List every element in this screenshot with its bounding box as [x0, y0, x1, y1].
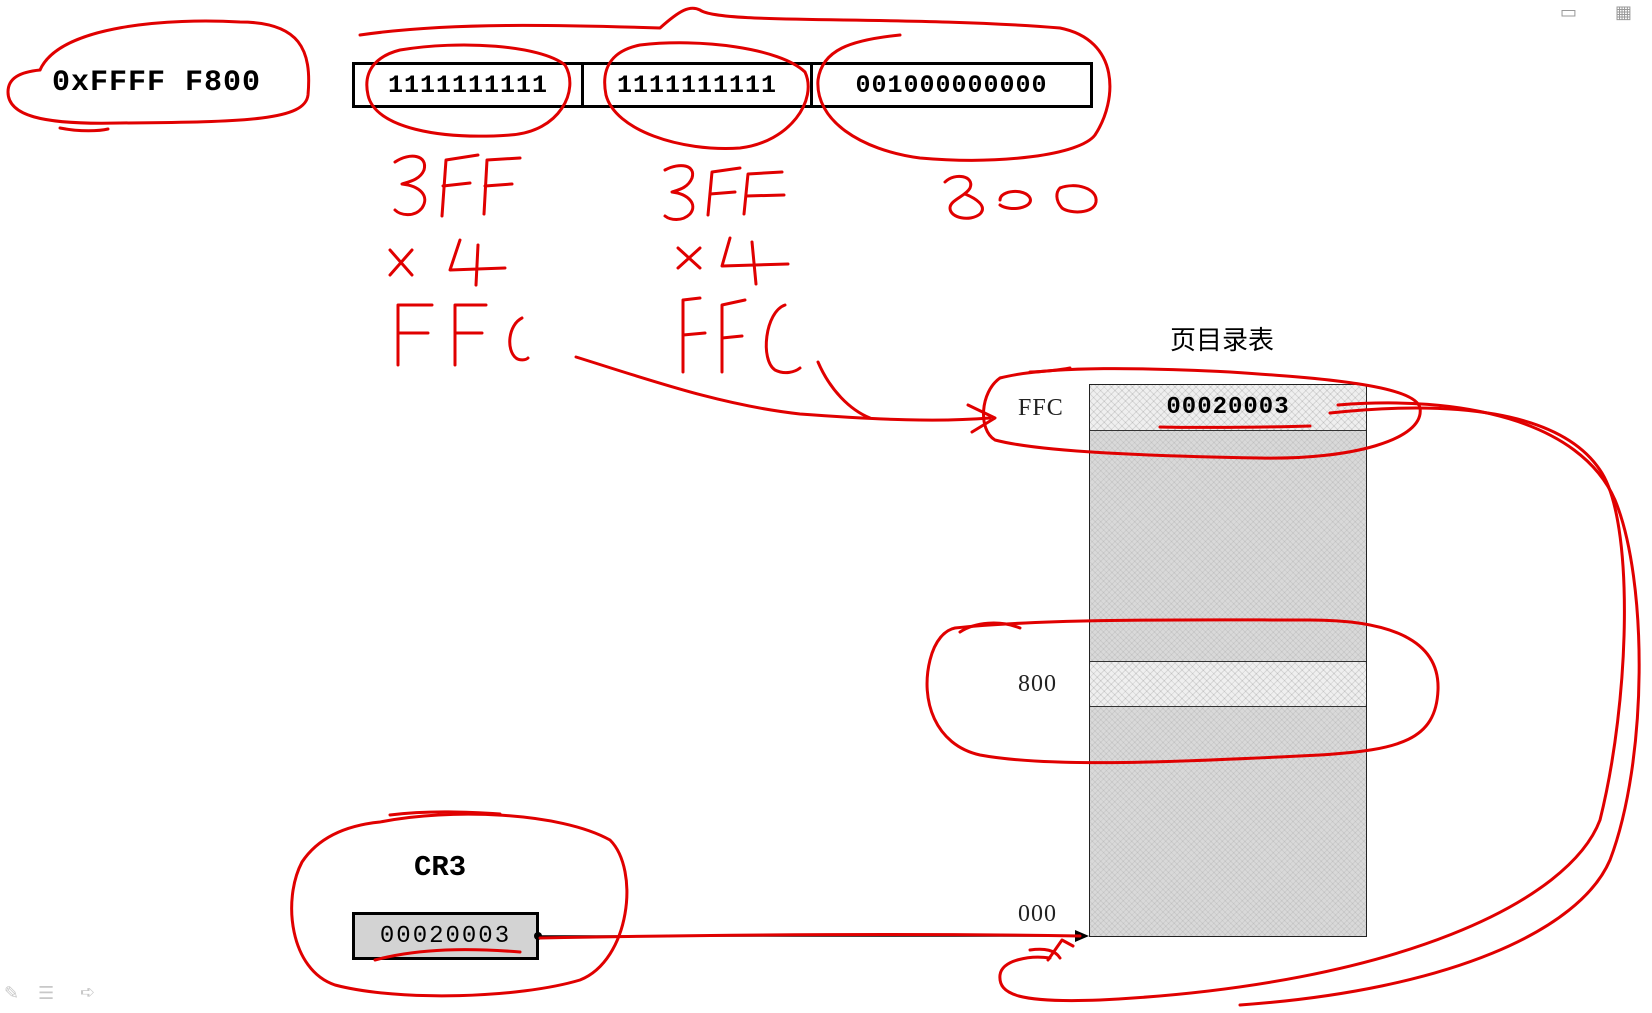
ink-stroke: [1028, 366, 1072, 374]
pde-ffc: 00020003: [1090, 385, 1366, 431]
ink-char: [764, 303, 802, 375]
ink-circle-directory-bits: [365, 43, 572, 138]
ink-loop-self-map-outer: [1238, 401, 1641, 1007]
cr3-register: 00020003: [352, 912, 539, 960]
ink-stroke: [58, 126, 110, 133]
ink-char: [706, 166, 742, 217]
bitfield-table-index: 1111111111: [581, 62, 813, 108]
ink-arrowhead: [966, 403, 997, 434]
ink-underline-pde-ffc: [1158, 424, 1312, 429]
pen-tool-icon[interactable]: ✎: [4, 983, 20, 1004]
pde-800: [1090, 661, 1366, 707]
ink-char: [483, 182, 514, 188]
menu-icon[interactable]: ☰: [38, 983, 55, 1004]
ink-char: [744, 193, 786, 198]
ink-char: [396, 303, 434, 367]
ink-char: [448, 238, 507, 287]
ink-stroke: [388, 810, 502, 817]
offset-label-000: 000: [1018, 901, 1057, 927]
ink-loop-bitfields: [358, 6, 1112, 162]
offset-label-800: 800: [1018, 671, 1057, 697]
ink-char: [720, 298, 747, 374]
bitfield-page-offset: 001000000000: [810, 62, 1093, 108]
ink-loop-self-map: [998, 406, 1626, 1003]
ink-char: [681, 331, 707, 337]
page-directory-title: 页目录表: [1170, 326, 1275, 356]
ink-circle-table-bits: [603, 41, 810, 150]
page-directory-table: 00020003: [1089, 384, 1367, 937]
ink-trace-cr3-arrow: [538, 933, 1082, 940]
ink-char: [441, 181, 472, 188]
cr3-label: CR3: [414, 851, 467, 884]
ink-char: [508, 316, 530, 362]
ink-char: [681, 296, 702, 374]
ink-arrow-directory-index: [574, 355, 992, 422]
next-arrow-icon[interactable]: ➪: [80, 982, 96, 1003]
ink-char: [676, 246, 702, 270]
ink-char: [663, 164, 695, 221]
ink-circle-pde-ffc: [982, 367, 1422, 460]
ink-char: [708, 190, 737, 196]
offset-label-ffc: FFC: [1018, 395, 1064, 421]
ink-circle-cr3: [290, 812, 629, 998]
cr3-value: 00020003: [379, 922, 512, 950]
bitfield-directory-index: 1111111111: [352, 62, 584, 108]
ink-char: [440, 153, 480, 218]
ink-stroke: [816, 360, 872, 420]
ink-char: [1055, 184, 1098, 214]
ink-stroke: [958, 621, 1022, 634]
grid-icon[interactable]: ▦: [1615, 2, 1633, 23]
pde-ffc-value: 00020003: [1166, 394, 1290, 421]
screen-icon[interactable]: ▭: [1560, 2, 1578, 23]
ink-circle-pde-800: [925, 618, 1440, 765]
ink-char: [453, 303, 488, 367]
ink-char: [393, 154, 427, 217]
ink-stroke: [1028, 947, 1062, 960]
ink-char: [720, 236, 790, 286]
ink-char: [998, 190, 1032, 210]
ink-char: [482, 156, 522, 216]
ink-underline-cr3: [373, 948, 522, 962]
ink-circle-address: [6, 19, 311, 125]
linear-address: 0xFFFF F800: [52, 66, 262, 100]
ink-char: [742, 170, 784, 216]
ink-char: [388, 248, 414, 277]
ink-char: [720, 334, 744, 340]
ink-char: [943, 174, 984, 220]
ink-arrowhead: [1046, 938, 1075, 962]
